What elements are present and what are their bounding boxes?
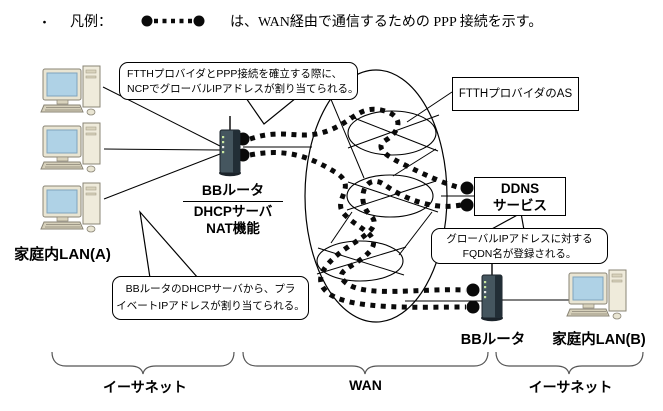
segment-brace-ethernet-left	[51, 351, 235, 375]
legend-bullet: ・	[38, 15, 52, 30]
ppp-endpoint-router-b-1	[466, 283, 480, 297]
segment-label-ethernet-left: イーサネット	[103, 379, 187, 395]
ppp-router-a-to-router-b	[249, 150, 467, 294]
pc-icon-lan-b	[566, 269, 627, 320]
router-icon-b	[480, 260, 504, 323]
router-b-label: BBルータ	[460, 332, 526, 348]
router-a-func-nat: NAT機能	[206, 221, 260, 236]
router-icon-a	[218, 115, 242, 177]
ddns-service-line2: サービス	[493, 198, 547, 213]
callout-fqdn-line2: FQDN名が登録される。	[462, 248, 577, 260]
segment-label-ethernet-right: イーサネット	[528, 379, 613, 395]
ppp-endpoint-router-b-2	[466, 300, 480, 314]
callout-dhcp-line1: BBルータのDHCPサーバから、プラ	[125, 283, 296, 295]
pc-icon-lan-a-2	[40, 122, 101, 173]
segment-brace-wan	[242, 351, 489, 375]
callout-dhcp-private-ip: BBルータのDHCPサーバから、プラ イベートIPアドレスが割り当てられる。	[112, 276, 309, 320]
callout-tails	[139, 97, 525, 279]
pc-icon-lan-a-3	[40, 182, 101, 233]
ppp-endpoint-ddns-2	[460, 198, 474, 212]
router-a-name: BBルータ	[183, 180, 283, 202]
segment-braces	[51, 351, 644, 375]
lan-b-label: 家庭内LAN(B)	[552, 332, 646, 348]
ppp-router-a-to-ddns	[249, 106, 462, 191]
legend-text: は、WAN経由で通信するための PPP 接続を示す。	[230, 15, 543, 30]
wan-cloud	[304, 69, 448, 323]
router-a-func-dhcp: DHCPサーバ	[193, 204, 273, 219]
wan-access-links	[243, 146, 482, 302]
callout-ncp-line1: FTTHプロバイダとPPP接続を確立する際に、	[127, 68, 343, 80]
pc-icon-lan-a-1	[40, 65, 101, 116]
lan-a-label: 家庭内LAN(A)	[14, 246, 111, 263]
router-a-label: BBルータ DHCPサーバ NAT機能	[183, 180, 283, 237]
ftth-provider-as-box: FTTHプロバイダのAS	[452, 77, 579, 111]
ppp-connections	[249, 106, 467, 310]
callout-fqdn-registration: グローバルIPアドレスに対する FQDN名が登録される。	[431, 228, 608, 264]
legend-ppp-symbol	[141, 15, 205, 27]
as-router-node-middle	[346, 174, 439, 218]
callout-ncp-global-ip: FTTHプロバイダとPPP接続を確立する際に、 NCPでグローバルIPアドレスが…	[119, 62, 358, 100]
ppp-endpoint-ddns-1	[460, 181, 474, 195]
legend-label: 凡例：	[70, 15, 112, 30]
ddns-service-line1: DDNS	[500, 181, 540, 196]
callout-ncp-line2: NCPでグローバルIPアドレスが割り当てられる。	[127, 83, 359, 95]
segment-brace-ethernet-right	[495, 351, 644, 375]
callout-fqdn-line1: グローバルIPアドレスに対する	[446, 233, 593, 245]
ddns-service-box: DDNS サービス	[474, 177, 566, 216]
callout-ncp-tail	[244, 97, 298, 125]
ppp-ddns-to-router-b	[318, 178, 467, 310]
callout-dhcp-line2: イベートIPアドレスが割り当てられる。	[116, 300, 305, 312]
segment-label-wan: WAN	[349, 377, 382, 393]
